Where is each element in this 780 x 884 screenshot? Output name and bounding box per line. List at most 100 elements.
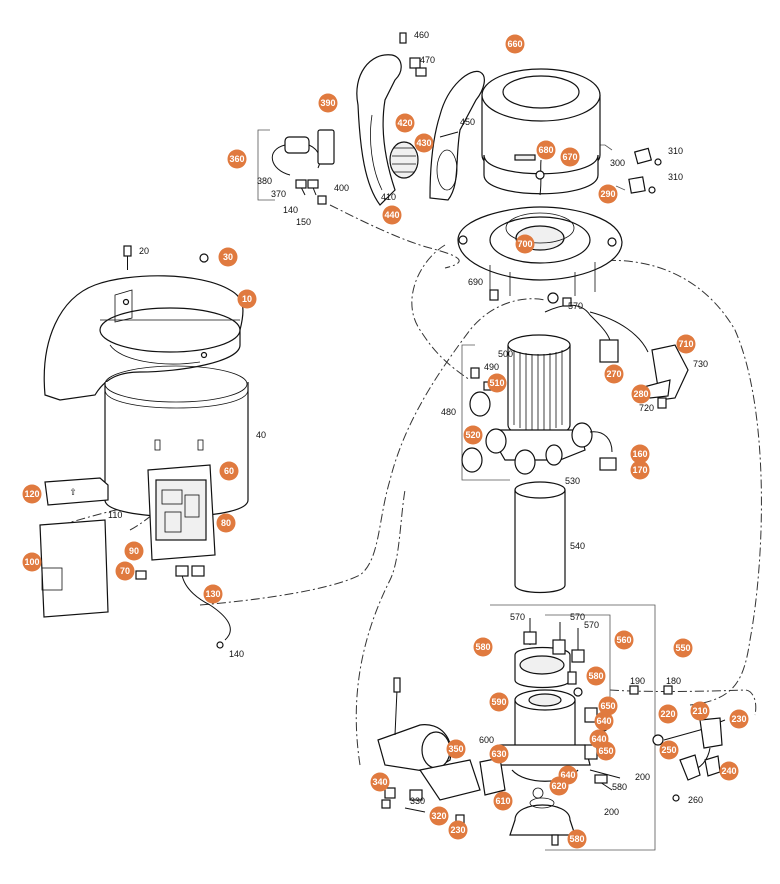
badge-number: 30 [223,252,233,262]
badge-circle [604,364,624,384]
badge-circle [446,739,466,759]
part-label-410: 410 [381,192,396,202]
badge-circle [414,133,434,153]
badge-circle [719,761,739,781]
part-badge-620: 620 [549,776,569,796]
fan-housing-assembly [272,32,662,301]
badge-number: 510 [489,378,504,388]
badge-number: 360 [229,154,244,164]
part-badges: 6603904204306806703604402907003010710510… [22,34,749,849]
badge-circle [596,741,616,761]
part-badge-680: 680 [536,140,556,160]
part-label-20: 20 [139,246,149,256]
part-label-140: 140 [283,205,298,215]
badge-number: 340 [372,777,387,787]
part-badge-420: 420 [395,113,415,133]
part-badge-360: 360 [227,149,247,169]
part-label-110: 110 [108,510,122,520]
badge-circle [448,820,468,840]
part-badge-130: 130 [203,584,223,604]
badge-number: 80 [221,518,231,528]
badge-circle [673,638,693,658]
badge-circle [489,692,509,712]
badge-circle [594,711,614,731]
badge-number: 70 [120,566,130,576]
badge-circle [676,334,696,354]
part-label-310: 310 [668,172,683,182]
badge-circle [567,829,587,849]
part-badge-120: 120 [22,484,42,504]
badge-circle [318,93,338,113]
badge-circle [487,373,507,393]
tank-assembly: ⇧ [39,245,249,649]
part-badge-390: 390 [318,93,338,113]
part-label-460: 460 [414,30,429,40]
part-label-470: 470 [420,55,435,65]
badge-circle [549,776,569,796]
part-badge-630: 630 [489,744,509,764]
part-label-370: 370 [271,189,286,199]
badge-number: 650 [600,701,615,711]
badge-circle [395,113,415,133]
part-labels: 4604704503003103103803704004101401502069… [108,30,708,817]
badge-circle [515,234,535,254]
badge-circle [237,289,257,309]
part-badge-170: 170 [630,460,650,480]
part-badge-560: 560 [614,630,634,650]
part-label-190: 190 [630,676,645,686]
part-badge-520: 520 [463,425,483,445]
part-badge-290: 290 [598,184,618,204]
part-badge-670: 670 [560,147,580,167]
part-label-570: 570 [568,301,583,311]
part-badge-580: 580 [586,666,606,686]
badge-number: 550 [675,643,690,653]
badge-circle [489,744,509,764]
badge-number: 250 [661,745,676,755]
part-badge-710: 710 [676,334,696,354]
badge-number: 650 [598,746,613,756]
part-badge-250: 250 [659,740,679,760]
badge-number: 90 [129,546,139,556]
part-label-730: 730 [693,359,708,369]
part-badge-610: 610 [493,791,513,811]
badge-number: 230 [731,714,746,724]
part-label-600: 600 [479,735,494,745]
badge-number: 120 [24,489,39,499]
badge-number: 700 [517,239,532,249]
badge-number: 520 [465,430,480,440]
badge-circle [659,740,679,760]
badge-circle [630,460,650,480]
part-label-380: 380 [257,176,272,186]
badge-circle [216,513,236,533]
part-label-330: 330 [410,796,425,806]
part-label-140: 140 [229,649,244,659]
badge-number: 390 [320,98,335,108]
badge-circle [218,247,238,267]
part-label-200: 200 [604,807,619,817]
part-badge-10: 10 [237,289,257,309]
badge-number: 220 [660,709,675,719]
badge-number: 580 [569,834,584,844]
badge-circle [536,140,556,160]
badge-number: 100 [24,557,39,567]
part-label-260: 260 [688,795,703,805]
badge-circle [690,701,710,721]
badge-circle [463,425,483,445]
part-badge-230: 230 [448,820,468,840]
part-badge-430: 430 [414,133,434,153]
badge-number: 640 [560,770,575,780]
part-badge-80: 80 [216,513,236,533]
svg-text:⇧: ⇧ [69,487,77,497]
part-badge-90: 90 [124,541,144,561]
badge-circle [560,147,580,167]
badge-number: 130 [205,589,220,599]
part-badge-30: 30 [218,247,238,267]
part-label-450: 450 [460,117,475,127]
part-badge-270: 270 [604,364,624,384]
badge-number: 640 [596,716,611,726]
badge-number: 580 [475,642,490,652]
badge-circle [729,709,749,729]
badge-number: 230 [450,825,465,835]
part-badge-220: 220 [658,704,678,724]
